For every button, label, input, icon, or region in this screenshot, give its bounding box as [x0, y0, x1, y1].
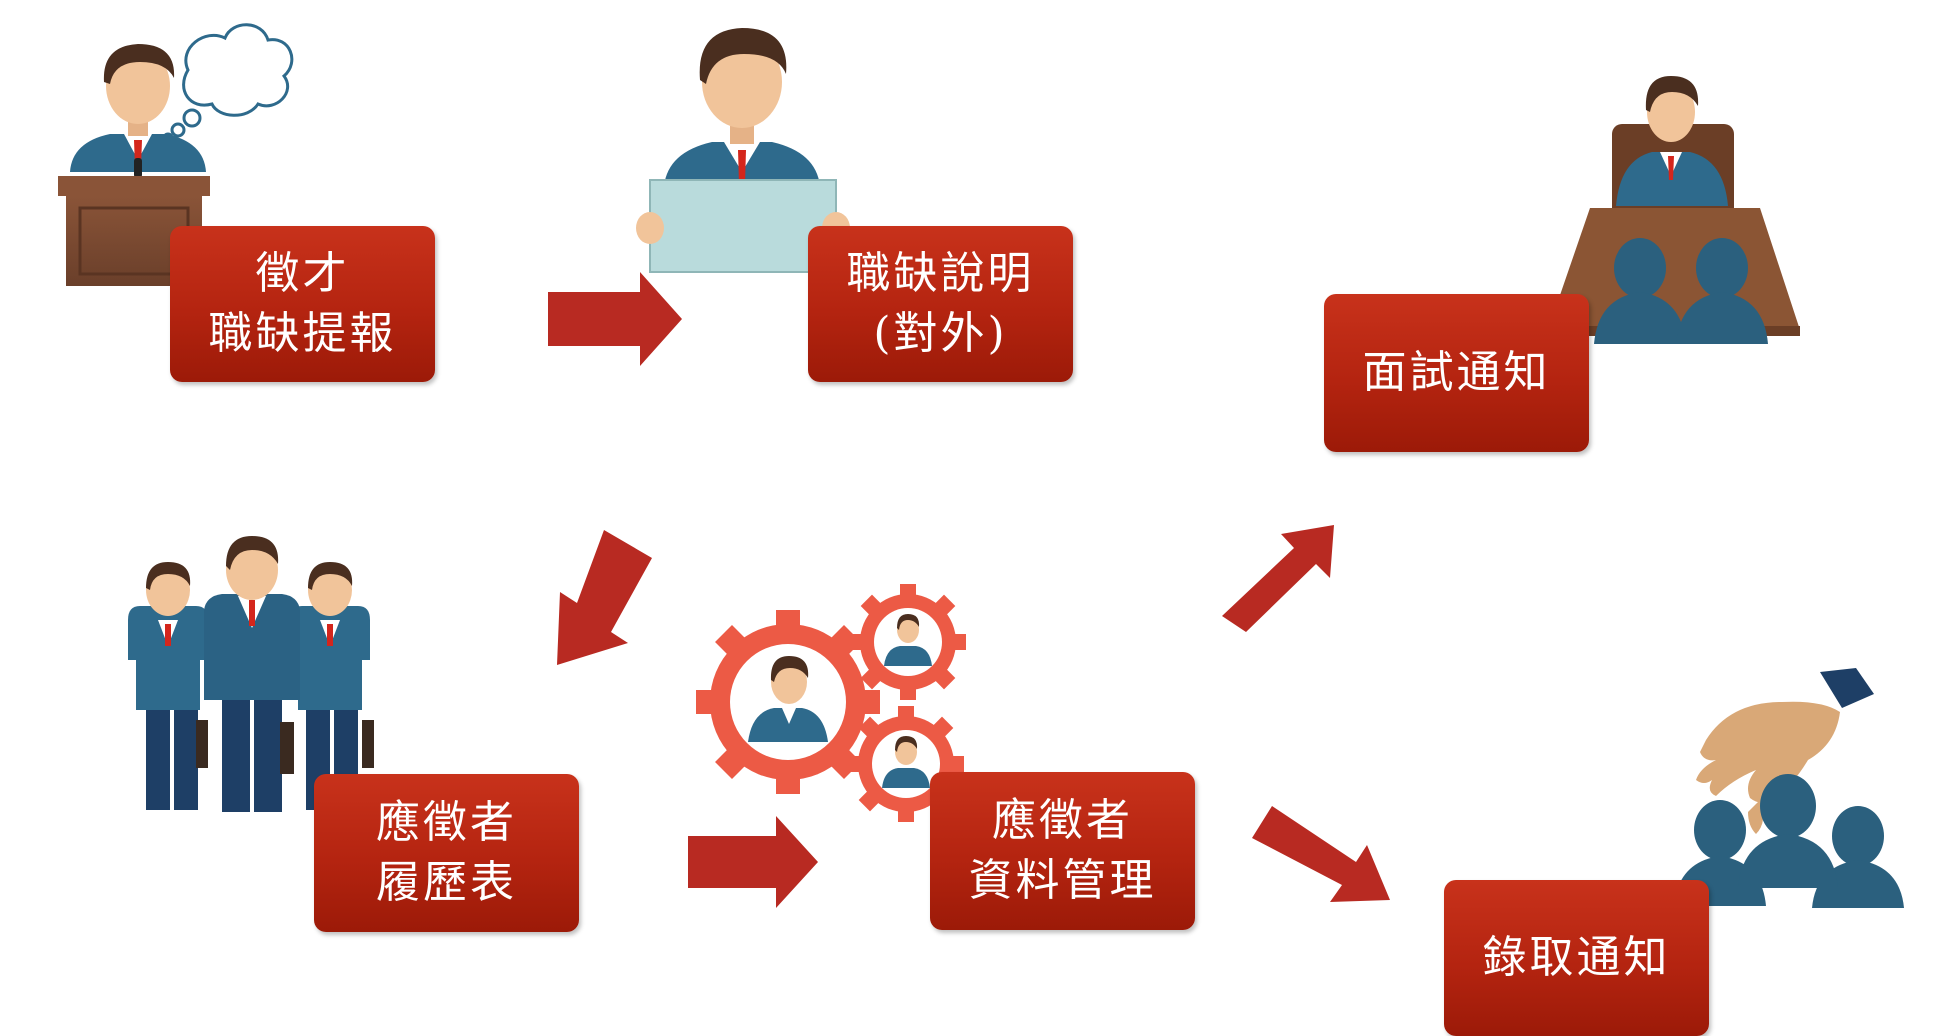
interviewer-at-desk-icon — [1548, 76, 1800, 344]
step-label-line: 職缺提報 — [208, 308, 397, 359]
step-label-line: (對外) — [873, 308, 1008, 359]
step-label-line: 職缺說明 — [846, 248, 1035, 299]
step-label-line: 面試通知 — [1362, 347, 1551, 398]
step-box-job-description: 職缺說明 (對外) — [808, 226, 1073, 382]
applicant-group-icon — [128, 536, 374, 812]
step-label-line: 履歷表 — [376, 857, 517, 908]
arrow-3-right — [688, 816, 818, 908]
step-label-line: 應徵者 — [376, 797, 517, 848]
step-box-interview-notice: 面試通知 — [1324, 294, 1589, 452]
step-box-applicant-resume: 應徵者 履歷表 — [314, 774, 579, 932]
hand-selecting-person-icon — [1674, 668, 1904, 908]
step-label-line: 應徵者 — [992, 795, 1133, 846]
arrow-5-down-right — [1252, 806, 1390, 902]
gears-with-people-icon — [696, 584, 966, 822]
step-label-line: 徵才 — [255, 248, 350, 299]
step-box-recruit-report: 徵才 職缺提報 — [170, 226, 435, 382]
step-box-applicant-data-management: 應徵者 資料管理 — [930, 772, 1195, 930]
arrow-4-up-right — [1222, 525, 1334, 632]
arrow-1-right — [548, 272, 682, 366]
step-label-line: 資料管理 — [968, 855, 1157, 906]
step-label-line: 錄取通知 — [1482, 932, 1671, 983]
arrow-2-down-left — [557, 530, 652, 665]
step-box-admission-notice: 錄取通知 — [1444, 880, 1709, 1036]
